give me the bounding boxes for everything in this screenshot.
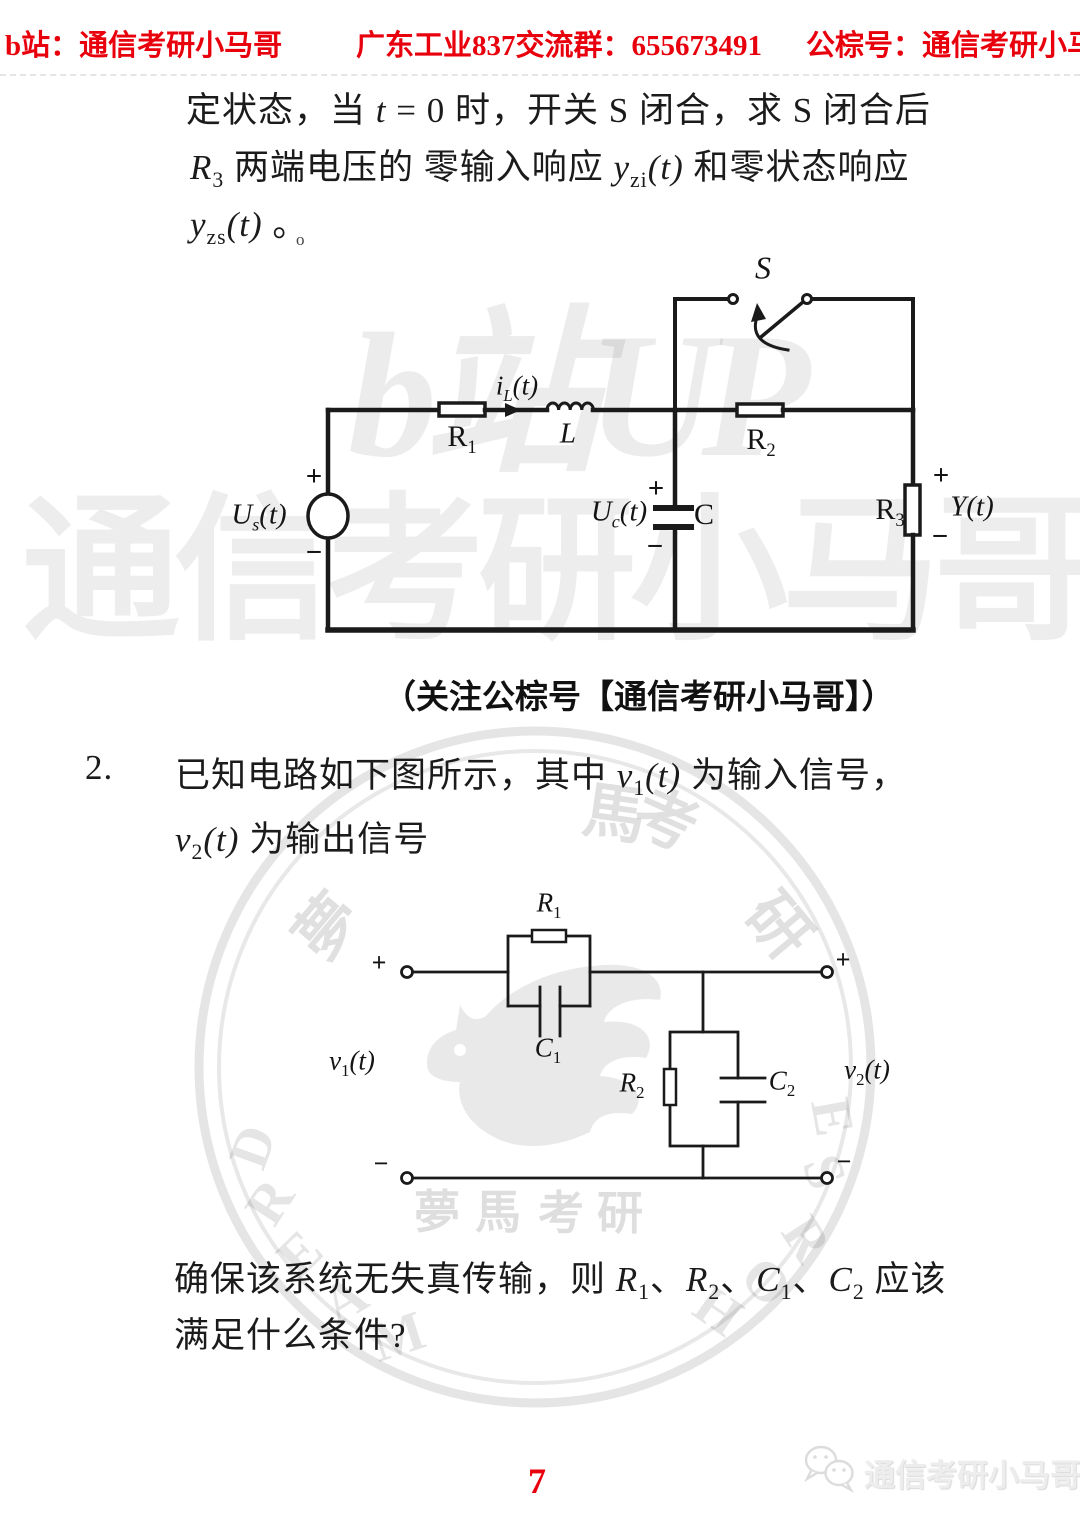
input-terminal-top — [400, 965, 414, 979]
output-minus-sign: − — [931, 520, 949, 553]
label-r2: R2 — [746, 423, 776, 461]
v2-plus-sign: + — [835, 945, 851, 974]
problem1-line1: 定状态，当 t = 0 时，开关 S 闭合，求 S 闭合后 — [186, 91, 931, 130]
label-v2: v2(t) — [844, 1054, 890, 1089]
resistor-r1 — [437, 401, 487, 418]
switch-terminal — [727, 293, 739, 305]
problem1-line2: R3 两端电压的 零输入响应 yzi(t) 和零状态响应 — [190, 148, 910, 192]
output-plus-sign: + — [932, 459, 950, 492]
question2-line2: 满足什么条件? — [174, 1316, 407, 1355]
watermark-stamp-rings — [194, 726, 876, 1408]
label-c2: C2 — [768, 1065, 796, 1100]
label-r2: R2 — [619, 1067, 645, 1102]
resistor-r2 — [662, 1067, 678, 1107]
figure-caption: （关注公棕号【通信考研小马哥】） — [383, 678, 895, 715]
circuit2-diagram — [400, 928, 834, 1185]
output-terminal-bottom — [820, 1171, 834, 1185]
cap-plus-sign: + — [647, 472, 665, 505]
capacitor-c1-plates — [538, 985, 562, 1038]
switch-blade — [758, 299, 806, 340]
problem2-line2: v2(t) 为输出信号 — [175, 820, 430, 864]
v1-minus-sign: − — [373, 1149, 389, 1178]
switch-branch — [673, 297, 729, 412]
v2-minus-sign: − — [836, 1147, 852, 1176]
page-header: b站：通信考研小马哥 广东工业837交流群：655673491 公棕号：通信考研… — [0, 22, 1080, 64]
label-cap-voltage: Uc(t) — [590, 495, 648, 532]
scan-artifact-line — [0, 74, 1080, 76]
header-bilibili: b站：通信考研小马哥 — [5, 30, 283, 62]
header-qq-group: 广东工业837交流群：655673491 — [356, 30, 763, 62]
header-wechat-account: 公棕号：通信考研小马哥 — [806, 30, 1080, 62]
label-inductor: L — [559, 417, 577, 450]
problem2-number: 2. — [85, 748, 114, 787]
capacitor-c2-plates — [719, 1076, 767, 1104]
switch-arrowhead — [751, 303, 766, 322]
label-r3: R3 — [875, 493, 905, 531]
page-number: 7 — [528, 1461, 546, 1501]
cap-minus-sign: − — [646, 530, 664, 563]
wechat-icon — [804, 1445, 855, 1494]
label-capacitor: C — [693, 498, 715, 531]
input-terminal-bottom — [400, 1171, 414, 1185]
circuit1-diagram — [306, 293, 922, 633]
resistor-r2 — [735, 402, 785, 418]
stray-mark: o — [296, 230, 305, 249]
voltage-source — [306, 492, 350, 540]
label-inductor-current: iL(t) — [495, 370, 539, 405]
v1-plus-sign: + — [371, 948, 387, 977]
label-output: Y(t) — [950, 490, 994, 523]
label-c1: C1 — [534, 1032, 562, 1067]
problem2-line1: 已知电路如下图所示，其中 v1(t) 为输入信号， — [175, 756, 907, 800]
switch-arc-arrow — [754, 315, 790, 352]
label-switch: S — [755, 249, 771, 286]
current-arrowhead — [505, 403, 521, 417]
switch-branch — [811, 297, 915, 412]
r2c2-block — [668, 1030, 740, 1148]
resistor-r1 — [530, 928, 568, 944]
switch-terminal — [801, 293, 813, 305]
resistor-r3 — [903, 483, 922, 537]
source-minus-sign: − — [305, 536, 323, 569]
label-source-voltage: Us(t) — [231, 498, 287, 535]
footer-brand: 通信考研小马哥 — [864, 1458, 1080, 1493]
label-r1: R1 — [536, 887, 562, 922]
output-terminal-top — [820, 965, 834, 979]
question2-line1: 确保该系统无失真传输，则 R1、R2、C1、C2 应该 — [174, 1260, 947, 1304]
pegasus-watermark — [427, 964, 661, 1147]
inductor-l — [545, 401, 595, 412]
r1c1-block — [506, 934, 592, 1008]
problem1-line3: yzs(t) 。 — [190, 205, 309, 249]
label-r1: R1 — [447, 420, 477, 458]
label-v1: v1(t) — [329, 1045, 375, 1080]
source-plus-sign: + — [305, 460, 323, 493]
